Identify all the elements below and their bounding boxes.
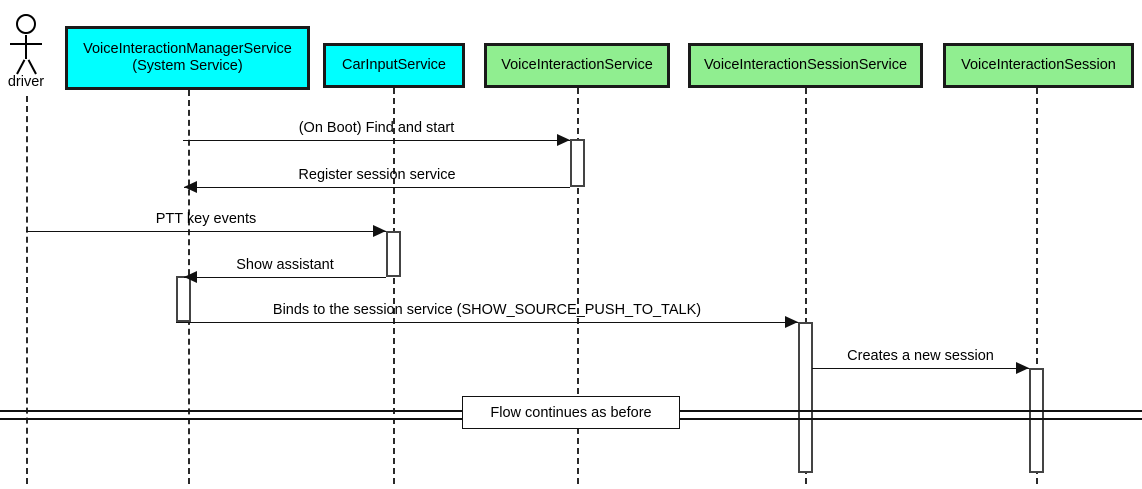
participant-label-line2: (System Service) — [132, 58, 243, 74]
participant-box-voiceinteractionsessionservice[interactable]: VoiceInteractionSessionService — [688, 43, 923, 88]
message-label-show-assistant: Show assistant — [236, 257, 334, 273]
arrowhead-icon-creates-a-new-session — [1016, 361, 1029, 374]
arrowhead-icon-on-boot-find-and-start — [557, 133, 570, 146]
lifeline-driver — [26, 96, 28, 484]
activation-bar-voiceinteractionsessionservice — [798, 322, 813, 473]
participant-label-line1: CarInputService — [342, 57, 446, 74]
message-line-ptt-key-events — [26, 231, 386, 232]
arrowhead-icon-show-assistant — [184, 270, 197, 283]
message-line-binds-to-the-session-service — [176, 322, 798, 323]
message-label-on-boot-find-and-start: (On Boot) Find and start — [298, 120, 455, 136]
message-label-ptt-key-events: PTT key events — [155, 211, 257, 227]
lifeline-voiceinteractionsession — [1036, 88, 1038, 484]
message-label-binds-to-the-session-service: Binds to the session service (SHOW_SOURC… — [272, 302, 702, 318]
arrowhead-icon-binds-to-the-session-service — [785, 315, 798, 328]
message-line-register-session-service — [184, 187, 570, 188]
participant-box-voiceinteractionmanagerservice[interactable]: VoiceInteractionManagerService (System S… — [65, 26, 310, 90]
activation-bar-voiceinteractionsession — [1029, 368, 1044, 473]
activation-bar-voiceinteractionmanagerservice — [176, 276, 191, 322]
message-label-creates-a-new-session: Creates a new session — [847, 348, 994, 364]
message-line-creates-a-new-session — [812, 368, 1029, 369]
divider-note-flow-continues: Flow continues as before — [462, 396, 680, 429]
divider-note-label: Flow continues as before — [490, 404, 652, 421]
message-line-on-boot-find-and-start — [183, 140, 570, 141]
arrowhead-icon-ptt-key-events — [373, 224, 386, 237]
actor-left-leg-icon — [16, 59, 26, 75]
actor-head-icon — [16, 14, 36, 34]
participant-label-line1: VoiceInteractionSessionService — [703, 57, 908, 74]
actor-right-leg-icon — [27, 59, 37, 75]
arrowhead-icon-register-session-service — [184, 180, 197, 193]
actor-arms-icon — [10, 43, 42, 45]
activation-bar-voiceinteractionservice — [570, 139, 585, 187]
actor-body-icon — [25, 35, 27, 59]
participant-label-line1: VoiceInteractionService — [501, 57, 653, 74]
activation-bar-carinputservice — [386, 231, 401, 277]
participant-label-line1: VoiceInteractionManagerService — [83, 41, 292, 58]
lifeline-voiceinteractionsessionservice — [805, 88, 807, 484]
participant-box-voiceinteractionservice[interactable]: VoiceInteractionService — [484, 43, 670, 88]
lifeline-voiceinteractionservice — [577, 88, 579, 484]
participant-box-voiceinteractionsession[interactable]: VoiceInteractionSession — [943, 43, 1134, 88]
actor-label: driver — [7, 74, 45, 90]
participant-box-carinputservice[interactable]: CarInputService — [323, 43, 465, 88]
message-line-show-assistant — [184, 277, 386, 278]
participant-label-line1: VoiceInteractionSession — [961, 57, 1116, 74]
message-label-register-session-service: Register session service — [298, 167, 456, 183]
lifeline-carinputservice — [393, 88, 395, 484]
